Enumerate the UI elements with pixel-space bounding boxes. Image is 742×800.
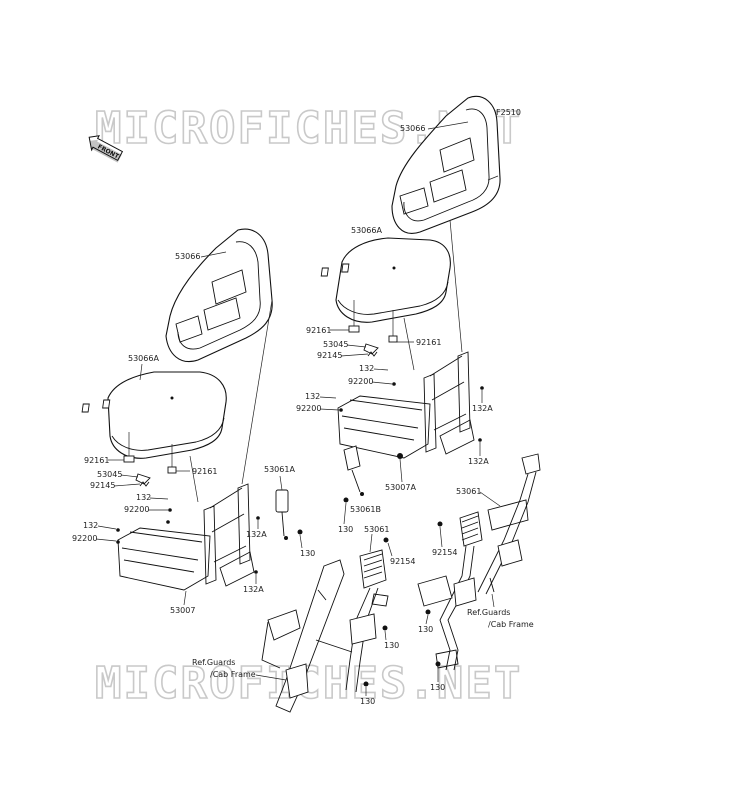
- part-label: 132: [83, 521, 98, 530]
- part-label: 53045: [97, 470, 122, 479]
- part-label: 92200: [124, 505, 149, 514]
- grommet-l2-shape: [167, 466, 177, 474]
- belt-center-shape: [261, 549, 389, 713]
- part-label: 53061: [364, 525, 389, 534]
- part-label: 132A: [468, 457, 489, 466]
- part-label: 53061: [456, 487, 481, 496]
- part-label: 53066: [400, 124, 425, 133]
- grommet-r2-shape: [388, 335, 398, 343]
- bolt-r5-shape: [343, 497, 349, 503]
- part-label: 53045: [323, 340, 348, 349]
- grommet-r1-shape: [348, 325, 360, 333]
- spring-l-shape: [139, 481, 150, 487]
- grommet-l1-shape: [123, 455, 135, 463]
- part-label: 53066: [175, 252, 200, 261]
- part-label: 132: [359, 364, 374, 373]
- part-label: 92154: [390, 557, 415, 566]
- seat-cushion-right-shape: [320, 237, 451, 323]
- part-label: 92161: [416, 338, 441, 347]
- part-label: 53066A: [128, 354, 159, 363]
- buckle-r-shape: [343, 445, 364, 496]
- part-label: 92145: [90, 481, 115, 490]
- part-label: 53007A: [385, 483, 416, 492]
- part-label: 92154: [432, 548, 457, 557]
- part-label: 53061B: [350, 505, 381, 514]
- ref-label: Ref.Guards: [192, 658, 235, 667]
- belt-right-shape: [417, 453, 541, 671]
- buckle-l-shape: [275, 489, 289, 540]
- part-label: 92200: [296, 404, 321, 413]
- part-label: 92200: [348, 377, 373, 386]
- figure-code: F2510: [496, 108, 521, 117]
- part-label: 130: [338, 525, 353, 534]
- part-label: 92161: [192, 467, 217, 476]
- part-label: 130: [300, 549, 315, 558]
- part-label: 130: [384, 641, 399, 650]
- seat-frame-left-shape: [117, 483, 255, 591]
- ref-label: Ref.Guards: [467, 608, 510, 617]
- part-label: 92145: [317, 351, 342, 360]
- part-label: 53061A: [264, 465, 295, 474]
- ref-label: /Cab Frame: [488, 620, 534, 629]
- part-label: 53007: [170, 606, 195, 615]
- spring-r-shape: [367, 351, 378, 357]
- seat-frame-right-shape: [337, 351, 475, 459]
- part-label: 130: [360, 697, 375, 706]
- seat-cushion-left-shape: [81, 371, 227, 459]
- ref-label: /Cab Frame: [210, 670, 256, 679]
- part-label: 92200: [72, 534, 97, 543]
- watermark-bottom: MICROFICHES.NET: [95, 658, 522, 709]
- part-label: 130: [430, 683, 445, 692]
- bolt-l5-shape: [297, 529, 303, 535]
- part-label: 53066A: [351, 226, 382, 235]
- part-label: 132A: [472, 404, 493, 413]
- seat-back-right-shape: [391, 96, 501, 234]
- part-label: 92161: [84, 456, 109, 465]
- part-label: 132: [305, 392, 320, 401]
- part-label: 132A: [243, 585, 264, 594]
- part-label: 132: [136, 493, 151, 502]
- part-label: 132A: [246, 530, 267, 539]
- seat-back-left-shape: [165, 228, 273, 362]
- part-label: 92161: [306, 326, 331, 335]
- part-label: 130: [418, 625, 433, 634]
